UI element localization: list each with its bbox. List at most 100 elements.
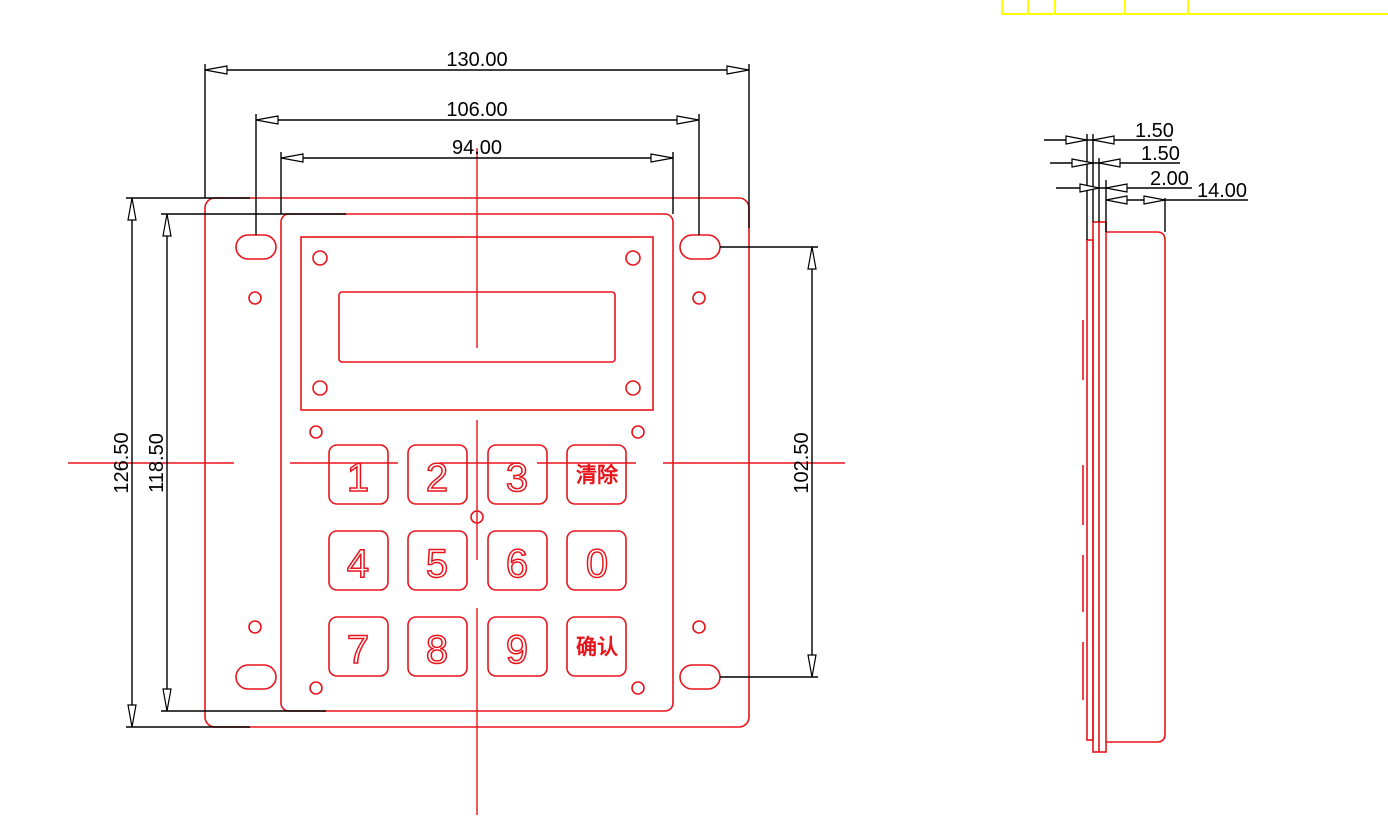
dimension-label: 4 <box>347 542 369 586</box>
drawing-line <box>248 291 262 305</box>
drawing-line <box>1098 158 1121 168</box>
dimension-label: 94.00 <box>452 137 502 159</box>
dimension-1-50-b: 1.50 <box>1050 143 1180 168</box>
dimension-label: 确认 <box>576 635 618 659</box>
key-6: 6 <box>487 530 548 591</box>
drawing-line <box>679 234 721 260</box>
drawing-line <box>1065 135 1088 145</box>
key-2: 2 <box>407 444 468 505</box>
drawing-line <box>1086 239 1094 741</box>
drawing-line <box>650 153 674 163</box>
dimension-102-50: 102.50 <box>720 246 818 678</box>
key-4: 4 <box>328 530 389 591</box>
dimension-label: 106.00 <box>446 99 507 121</box>
key-7: 7 <box>328 616 389 677</box>
dimension-label: 5 <box>426 542 448 586</box>
dimension-106: 106.00 <box>255 99 700 235</box>
drawing-line <box>407 530 468 591</box>
dimension-label: 清除 <box>576 463 619 487</box>
key-0: 0 <box>566 530 627 591</box>
drawing-line <box>1079 183 1100 193</box>
dimension-label: 9 <box>506 628 528 672</box>
dimension-2-00: 2.00 <box>1056 168 1192 193</box>
drawing-line <box>676 115 700 125</box>
dimension-label: 8 <box>426 628 448 672</box>
drawing-line <box>1071 158 1094 168</box>
dimension-label: 2 <box>426 456 448 500</box>
dimension-label: 7 <box>347 628 369 672</box>
drawing-line <box>1143 195 1166 205</box>
drawing-line <box>312 250 328 266</box>
lcd-screw-holes <box>312 250 641 396</box>
dimension-label: 1 <box>347 456 369 500</box>
drawing-line <box>1106 231 1166 743</box>
drawing-line <box>127 197 137 221</box>
drawing-line <box>162 688 172 712</box>
dimension-14-00: 14.00 <box>1105 180 1248 205</box>
drawing-line <box>487 530 548 591</box>
centerlines <box>68 148 845 815</box>
drawing-line <box>235 664 277 690</box>
key-confirm: 确认 <box>566 616 627 677</box>
drawing-line <box>631 425 645 439</box>
key-1: 1 <box>328 444 389 505</box>
drawing-line <box>328 616 389 677</box>
key-3: 3 <box>487 444 548 505</box>
drawing-line <box>280 153 304 163</box>
front-view: 1 2 3 清除 4 5 6 0 7 8 9 确认 <box>68 49 845 815</box>
drawing-line <box>625 380 641 396</box>
dimension-126-50: 126.50 <box>111 197 250 728</box>
drawing-line <box>566 530 627 591</box>
dimension-label: 102.50 <box>791 432 813 493</box>
side-view: 1.50 1.50 2.00 14.00 <box>1044 120 1248 753</box>
drawing-line <box>631 681 645 695</box>
drawing-line <box>255 115 279 125</box>
drawing-line <box>487 444 548 505</box>
drawing-line <box>1092 135 1115 145</box>
drawing-line <box>726 65 750 75</box>
drawing-line <box>807 654 817 678</box>
plate-holes <box>248 291 706 634</box>
dimension-label: 2.00 <box>1150 168 1189 190</box>
drawing-line <box>312 380 328 396</box>
drawing-line <box>407 444 468 505</box>
mounting-slots <box>235 234 721 690</box>
drawing-line <box>1105 183 1128 193</box>
drawing-line <box>566 616 627 677</box>
key-9: 9 <box>487 616 548 677</box>
dimension-label: 126.50 <box>111 432 133 493</box>
drawing-line <box>328 444 389 505</box>
dimension-130: 130.00 <box>204 49 750 228</box>
drawing-line <box>162 213 172 237</box>
dimension-1-50-a: 1.50 <box>1044 120 1174 145</box>
dimension-label: 14.00 <box>1197 180 1247 202</box>
drawing-line <box>1001 0 1388 15</box>
drawing-line <box>127 704 137 728</box>
dimension-label: 130.00 <box>446 49 507 71</box>
drawing-line <box>807 246 817 270</box>
key-clear: 清除 <box>566 444 627 505</box>
drawing-line <box>309 425 323 439</box>
dimension-label: 0 <box>586 542 608 586</box>
drawing-line <box>1105 195 1128 205</box>
dimension-label: 3 <box>506 456 528 500</box>
dimension-94: 94.00 <box>280 137 674 214</box>
drawing-line <box>487 616 548 677</box>
dimension-label: 1.50 <box>1135 120 1174 142</box>
key-5: 5 <box>407 530 468 591</box>
drawing-line <box>328 530 389 591</box>
title-block <box>1001 0 1388 15</box>
dimension-118-50: 118.50 <box>146 213 346 712</box>
drawing-line <box>248 620 262 634</box>
drawing-line <box>204 65 228 75</box>
dimension-label: 6 <box>506 542 528 586</box>
keypad-keys: 1 2 3 清除 4 5 6 0 7 8 9 确认 <box>328 444 627 677</box>
drawing-line <box>407 616 468 677</box>
drawing-line <box>692 291 706 305</box>
drawing-line <box>309 681 323 695</box>
dimension-label: 1.50 <box>1141 143 1180 165</box>
drawing-line <box>625 250 641 266</box>
key-8: 8 <box>407 616 468 677</box>
drawing-line <box>679 664 721 690</box>
